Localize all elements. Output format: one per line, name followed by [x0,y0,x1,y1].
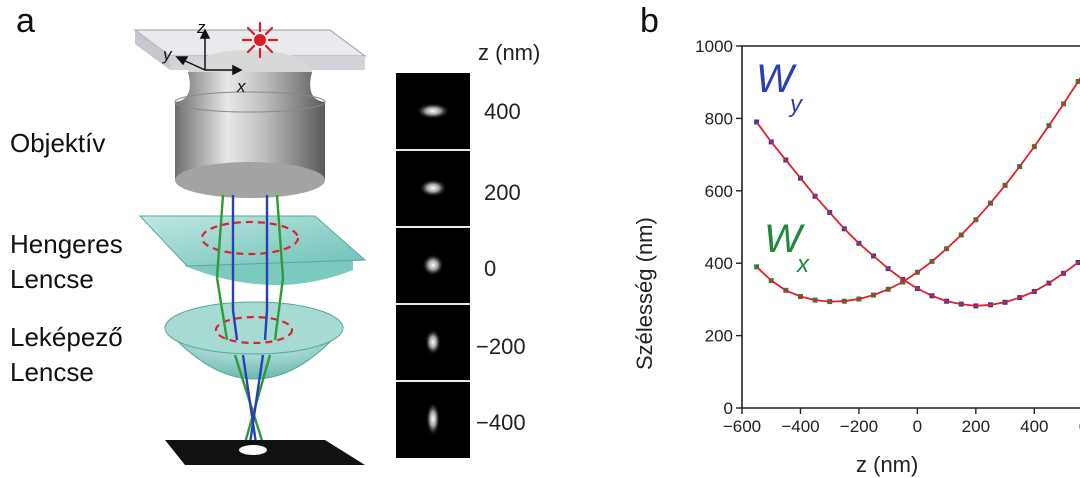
fit-line-wy [755,121,1080,307]
wy-series-label: W [756,57,797,101]
psf-spots [416,103,450,436]
objective-lens [174,50,326,198]
y-tick-label: 1000 [695,37,733,56]
y-tick-label: 600 [705,182,733,201]
x-tick-label: 400 [1020,417,1048,436]
x-tick-label: −400 [781,417,819,436]
psf-spot [422,254,444,276]
imaging-lens-label-line1: Leképező [10,322,123,352]
beam-rays [215,194,285,451]
y-tick-label: 800 [705,109,733,128]
z-value-0: 0 [484,256,497,281]
cylindrical-lens [138,215,367,286]
imaging-lens [163,301,345,380]
x-tick-label: 200 [962,417,990,436]
wy-series-subscript: y [788,91,804,118]
y-axis-title: Szélesség (nm) [632,217,657,370]
z-value-neg200: −200 [476,334,526,359]
fit-line-wx [755,77,1080,303]
x-axis-title: z (nm) [856,452,919,477]
objective-label: Objektív [10,128,106,158]
imaging-lens-label-line2: Lencse [10,357,94,387]
microscope-diagram: z y x [133,18,367,465]
y-tick-label: 200 [705,327,733,346]
wx-series-label: W [764,217,805,261]
series-wy-points [754,119,1080,309]
z-header-label: z (nm) [478,40,541,65]
panel-a-letter: a [16,2,35,40]
z-value-400: 400 [484,99,521,124]
axis-z-label: z [196,18,206,37]
y-tick-label: 0 [724,399,733,418]
panel-b-letter: b [640,2,659,40]
axis-x-label: x [236,77,246,96]
fluorophore-star-icon [241,21,279,59]
x-tick-label: 0 [913,417,922,436]
x-tick-label: 600 [1079,417,1080,436]
cylindrical-lens-label-line1: Hengeres [10,229,123,259]
axis-y-label: y [162,45,173,64]
z-value-200: 200 [484,180,521,205]
psf-spot [426,402,440,436]
psf-spot [425,329,441,355]
y-tick-label: 400 [705,254,733,273]
z-value-neg400: −400 [476,410,526,435]
cylindrical-lens-label-line2: Lencse [10,264,94,294]
wx-series-subscript: x [796,251,810,278]
x-tick-label: −600 [723,417,761,436]
x-tick-label: −200 [840,417,878,436]
psf-spot [419,179,447,197]
psf-spot [416,103,450,119]
coordinate-axes [175,28,243,76]
psf-image-strip [396,73,470,458]
